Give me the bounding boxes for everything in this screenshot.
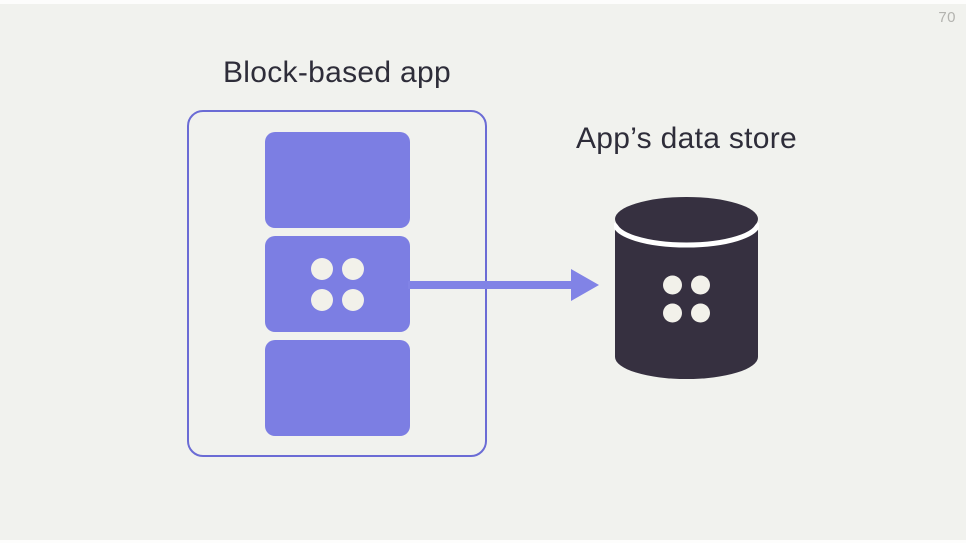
arrow-right-icon — [408, 269, 599, 301]
dot — [310, 257, 333, 280]
database-separator-line — [614, 222, 759, 248]
database-icon — [614, 197, 759, 379]
app-block-bottom — [264, 340, 410, 436]
arrow-head — [571, 269, 599, 301]
dot — [663, 303, 682, 323]
database-lid — [615, 197, 758, 241]
dot — [341, 257, 364, 280]
page-number: 70 — [938, 9, 956, 26]
database-body — [615, 205, 758, 379]
dot — [341, 288, 364, 311]
data-store-title: App’s data store — [575, 122, 798, 155]
top-edge-strip — [0, 0, 966, 4]
dot — [691, 303, 710, 323]
dot — [310, 288, 333, 311]
four-dots-icon — [310, 257, 364, 311]
arrow-shaft — [408, 281, 574, 289]
app-title: Block-based app — [223, 56, 451, 89]
app-outline-box — [187, 110, 487, 457]
bottom-edge-strip — [0, 540, 966, 543]
dot — [663, 275, 682, 295]
app-block-top — [264, 132, 410, 228]
app-block-middle — [264, 236, 410, 332]
dot — [691, 275, 710, 295]
